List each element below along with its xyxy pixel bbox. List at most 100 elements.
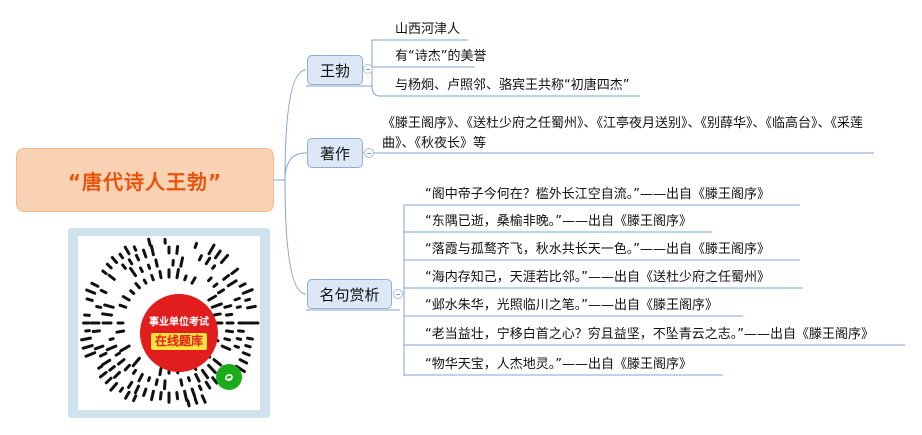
- qr-dash: [224, 329, 235, 334]
- qr-dash: [99, 288, 108, 295]
- qr-dash: [123, 245, 131, 256]
- qr-dash: [212, 312, 222, 317]
- qr-dash: [131, 368, 138, 375]
- qr-dash: [235, 337, 243, 341]
- badge-line2: 在线题库: [150, 333, 207, 350]
- qr-dash: [107, 273, 116, 281]
- leaf-quote-4: “海内存知己，天涯若比邻。”——出自《送杜少府之任蜀州》: [425, 270, 770, 286]
- qr-dash: [238, 282, 247, 288]
- qr-dash: [186, 376, 191, 383]
- qr-dash: [127, 380, 134, 389]
- qr-dash: [129, 289, 136, 295]
- qr-dash: [241, 288, 254, 295]
- qr-dash: [101, 358, 112, 367]
- qr-dash: [158, 391, 163, 401]
- qr-dash: [207, 276, 213, 283]
- qr-dash: [105, 262, 113, 270]
- leaf-text: “东隅已逝，桑榆非晚。”——出自《滕王阁序》: [425, 214, 692, 229]
- qr-dash: [95, 304, 103, 309]
- qr-dash: [105, 344, 118, 352]
- qr-dash: [119, 344, 131, 353]
- qr-dash: [84, 351, 97, 358]
- qr-dash: [81, 344, 94, 350]
- collapse-toggle-icon[interactable]: [364, 148, 374, 158]
- qr-dash: [85, 288, 97, 295]
- qr-dash: [193, 397, 199, 405]
- qr-dash: [190, 387, 197, 398]
- qr-dash: [118, 386, 125, 393]
- qr-dash: [133, 384, 141, 395]
- central-topic[interactable]: “唐代诗人王勃”: [16, 148, 274, 212]
- leaf-quote-6: “老当益壮，宁移白首之心？穷且益坚，不坠青云之志。”——出自《滕王阁序》: [425, 327, 874, 343]
- qr-dash: [183, 389, 189, 402]
- qr-dash: [132, 245, 138, 252]
- collapse-toggle-icon[interactable]: [393, 289, 403, 299]
- qr-dash: [123, 363, 131, 372]
- qr-dash: [223, 304, 233, 309]
- qr-dash: [121, 295, 131, 302]
- leaf-text: “阁中帝子今何在？槛外长江空自流。”——出自《滕王阁序》: [425, 187, 770, 202]
- qr-dash: [233, 296, 241, 302]
- qr-dash: [154, 258, 159, 268]
- leaf-text: “海内存知己，天涯若比邻。”——出自《送杜少府之任蜀州》: [425, 270, 770, 285]
- qr-dash: [175, 268, 180, 280]
- qr-dash: [224, 312, 234, 317]
- leaf-wangbo-1: 山西河津人: [395, 22, 460, 38]
- qr-dash: [154, 378, 159, 387]
- qr-dash: [114, 351, 121, 357]
- branch-works[interactable]: 著作: [307, 138, 363, 168]
- qr-dash: [142, 387, 148, 398]
- qr-dash: [101, 269, 108, 276]
- qr-dash: [163, 379, 167, 391]
- qr-code-image: 事业单位考试 在线题库: [78, 236, 260, 410]
- qr-dash: [121, 263, 127, 270]
- qr-dash: [128, 266, 138, 278]
- qr-dash: [200, 394, 207, 404]
- qr-dash: [217, 288, 226, 295]
- qr-dash: [220, 344, 232, 351]
- leaf-text: “落霞与孤鹜齐飞，秋水共长天一色。”——出自《滕王阁序》: [425, 242, 770, 257]
- qr-dash: [194, 372, 201, 383]
- qr-dash: [142, 278, 148, 285]
- qr-dash: [197, 384, 203, 392]
- qr-dash: [91, 329, 101, 334]
- branch-wangbo[interactable]: 王勃: [307, 55, 363, 85]
- leaf-text: “老当益壮，宁移白首之心？穷且益坚，不坠青云之志。”——出自《滕王阁序》: [425, 327, 874, 342]
- qr-dash: [138, 266, 144, 274]
- qr-dash: [238, 358, 249, 365]
- qr-dash: [244, 344, 252, 349]
- qr-dash: [137, 372, 144, 383]
- qr-dash: [246, 336, 254, 341]
- collapse-toggle-icon[interactable]: [363, 64, 373, 74]
- qr-dash: [190, 276, 197, 285]
- badge-line1: 事业单位考试: [149, 317, 209, 328]
- qr-dash: [113, 370, 122, 379]
- branch-famous-lines[interactable]: 名句赏析: [307, 279, 392, 309]
- leaf-quote-2: “东隅已逝，桑榆非晚。”——出自《滕王阁序》: [425, 214, 692, 230]
- leaf-text: 与杨炯、卢照邻、骆宾王共称“初唐四杰”: [395, 78, 630, 93]
- qr-dash: [246, 304, 257, 310]
- wechat-mini-program-icon: [216, 364, 242, 390]
- qr-dash: [109, 381, 119, 392]
- qr-dash: [235, 305, 242, 309]
- qr-dash: [158, 269, 163, 280]
- qr-dash: [150, 389, 155, 402]
- leaf-quote-7: “物华天宝，人杰地灵。”——出自《滕王阁序》: [425, 357, 692, 373]
- qr-dash: [115, 329, 126, 334]
- qr-dash: [212, 282, 219, 288]
- qr-code-card[interactable]: 事业单位考试 在线题库: [68, 228, 270, 418]
- qr-dash: [103, 303, 115, 309]
- qr-dash: [147, 237, 152, 247]
- qr-dash: [200, 368, 210, 380]
- leaf-text: “物华天宝，人杰地灵。”——出自《滕王阁序》: [425, 357, 692, 372]
- qr-dash: [207, 243, 216, 256]
- qr-dash: [210, 302, 223, 309]
- qr-dash: [116, 358, 126, 366]
- qr-dash: [85, 297, 94, 302]
- leaf-works-1: 《滕王阁序》、《送杜少府之任蜀州》、《江亭夜月送别》、《别薛华》、《临高台》、《…: [382, 114, 867, 154]
- qr-dash: [179, 378, 184, 387]
- qr-dash: [197, 254, 203, 262]
- qr-dash: [149, 244, 155, 257]
- qr-dash: [244, 297, 252, 302]
- qr-badge: 事业单位考试 在线题库: [140, 294, 218, 372]
